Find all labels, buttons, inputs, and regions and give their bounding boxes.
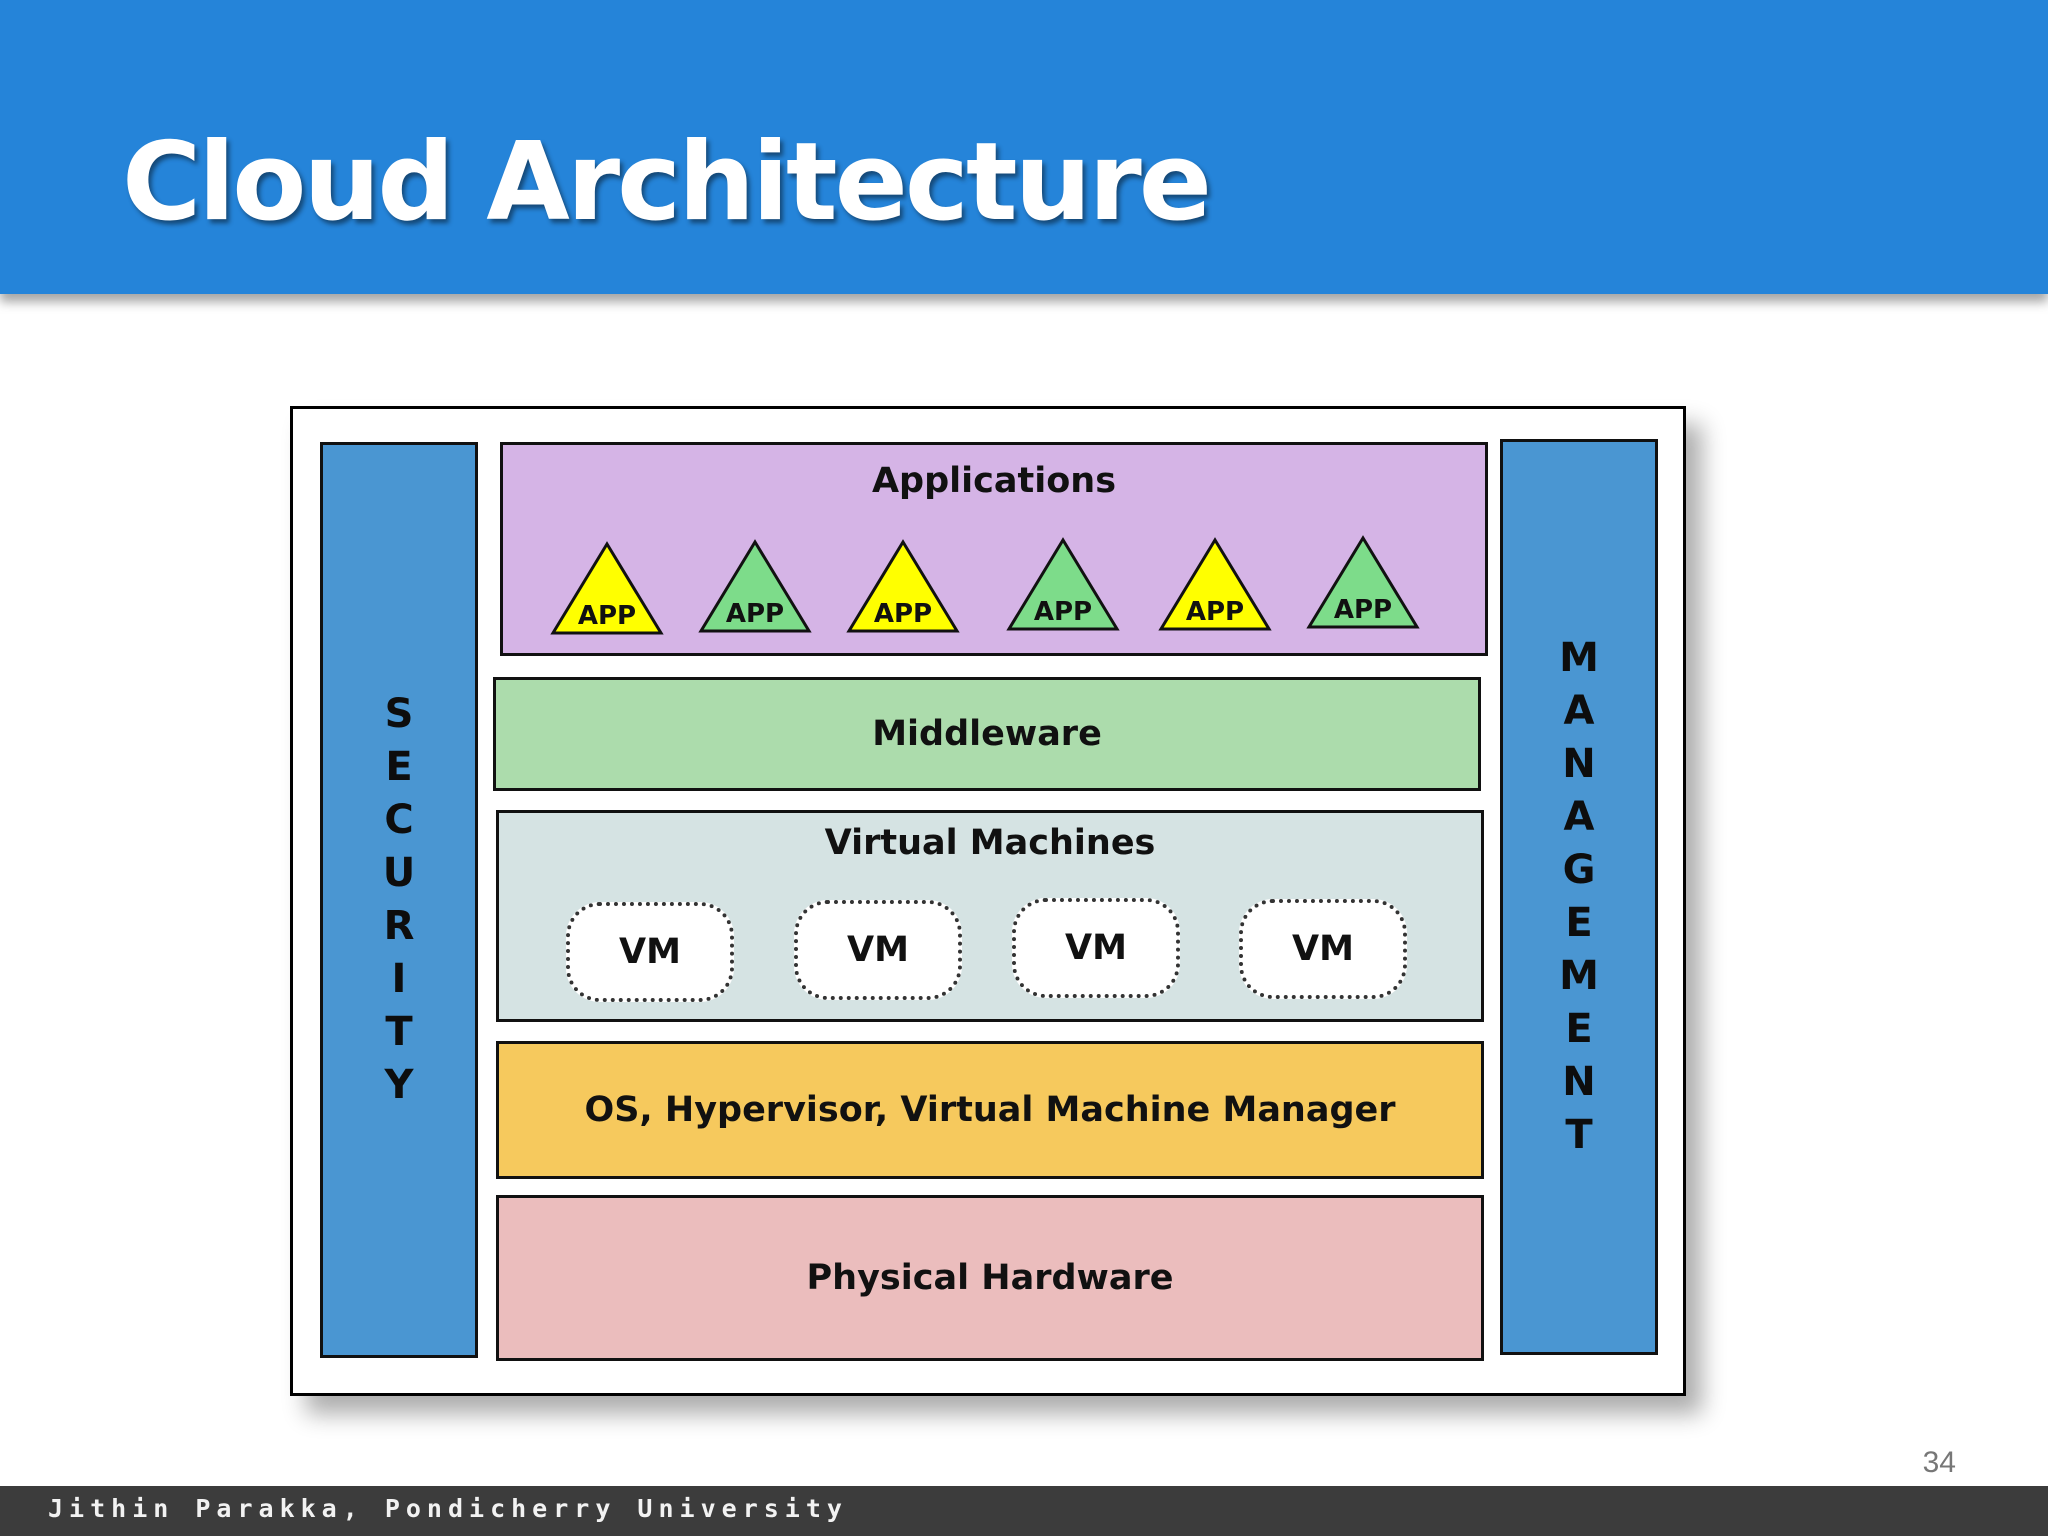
physical-hardware-layer: Physical Hardware <box>496 1195 1484 1361</box>
management-letter: M <box>1559 953 1599 999</box>
management-letter: M <box>1559 635 1599 681</box>
app-label: APP <box>873 599 933 629</box>
app-label: APP <box>577 601 637 631</box>
app-triangle: APP <box>695 539 815 635</box>
app-label: APP <box>725 599 785 629</box>
middleware-title: Middleware <box>872 714 1102 754</box>
security-letter: E <box>385 744 413 790</box>
app-triangle: APP <box>547 541 667 637</box>
management-letter: G <box>1562 847 1596 893</box>
triangle-shape <box>1006 537 1120 631</box>
management-letter: A <box>1563 688 1595 734</box>
security-letter: R <box>383 903 415 949</box>
physical-hardware-title: Physical Hardware <box>806 1258 1174 1298</box>
app-label: APP <box>1333 595 1393 625</box>
triangle-shape <box>1306 535 1420 629</box>
security-letter: I <box>391 956 407 1002</box>
applications-title: Applications <box>871 461 1117 501</box>
security-letter: S <box>384 691 414 737</box>
management-letter: N <box>1562 1059 1596 1105</box>
page-number: 34 <box>1922 1446 1956 1479</box>
management-letter: N <box>1562 741 1596 787</box>
os-hypervisor-layer: OS, Hypervisor, Virtual Machine Manager <box>496 1041 1484 1179</box>
security-letter: T <box>385 1009 413 1055</box>
slide-title: Cloud Architecture <box>122 120 1212 245</box>
footer-bar: Jithin Parakka, Pondicherry University <box>0 1486 2048 1536</box>
security-letter: C <box>384 797 414 843</box>
triangle-shape <box>846 539 960 633</box>
app-label: APP <box>1033 597 1093 627</box>
vm-box: VM <box>1012 898 1180 998</box>
title-banner: Cloud Architecture <box>0 0 2048 294</box>
vm-box: VM <box>566 902 734 1002</box>
virtual-machines-title: Virtual Machines <box>824 823 1156 863</box>
app-triangle: APP <box>1155 537 1275 633</box>
management-letter: T <box>1565 1112 1593 1158</box>
triangle-shape <box>1158 537 1272 631</box>
security-letter: Y <box>384 1062 414 1108</box>
management-letter: E <box>1565 1006 1593 1052</box>
management-letter: A <box>1563 794 1595 840</box>
security-letter: U <box>382 850 416 896</box>
applications-layer: Applications APP APP APP APP APP APP <box>500 442 1488 656</box>
app-triangle: APP <box>1003 537 1123 633</box>
triangle-shape <box>550 541 664 635</box>
virtual-machines-layer: Virtual Machines VM VM VM VM <box>496 810 1484 1022</box>
vm-box: VM <box>1239 899 1407 999</box>
os-hypervisor-title: OS, Hypervisor, Virtual Machine Manager <box>584 1090 1396 1130</box>
middleware-layer: Middleware <box>493 677 1481 791</box>
app-triangle: APP <box>1303 535 1423 631</box>
footer-credit: Jithin Parakka, Pondicherry University <box>48 1494 848 1523</box>
vm-box: VM <box>794 900 962 1000</box>
triangle-shape <box>698 539 812 633</box>
app-triangle: APP <box>843 539 963 635</box>
app-label: APP <box>1185 597 1245 627</box>
management-letter: E <box>1565 900 1593 946</box>
